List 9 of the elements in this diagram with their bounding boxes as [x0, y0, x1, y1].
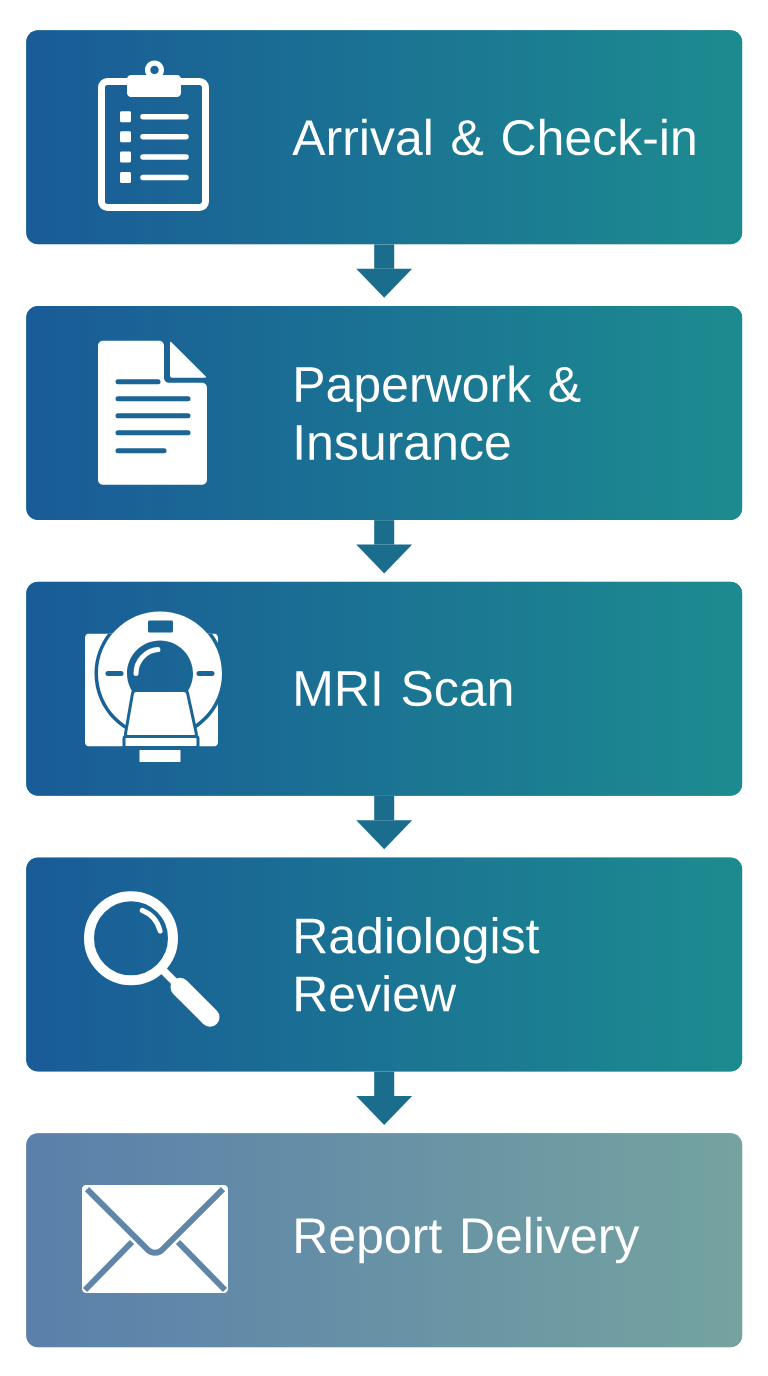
arrow [356, 1071, 413, 1125]
arrow [356, 244, 413, 298]
step-box: MRI Scan [26, 581, 743, 796]
arrow [356, 795, 413, 850]
step-box: Arrival & Check-in [26, 30, 743, 245]
arrow [356, 520, 413, 574]
step-box: Radiologist Review [26, 857, 743, 1072]
step-box: Paperwork & Insurance [26, 305, 743, 520]
step-box: Report Delivery [26, 1133, 743, 1348]
